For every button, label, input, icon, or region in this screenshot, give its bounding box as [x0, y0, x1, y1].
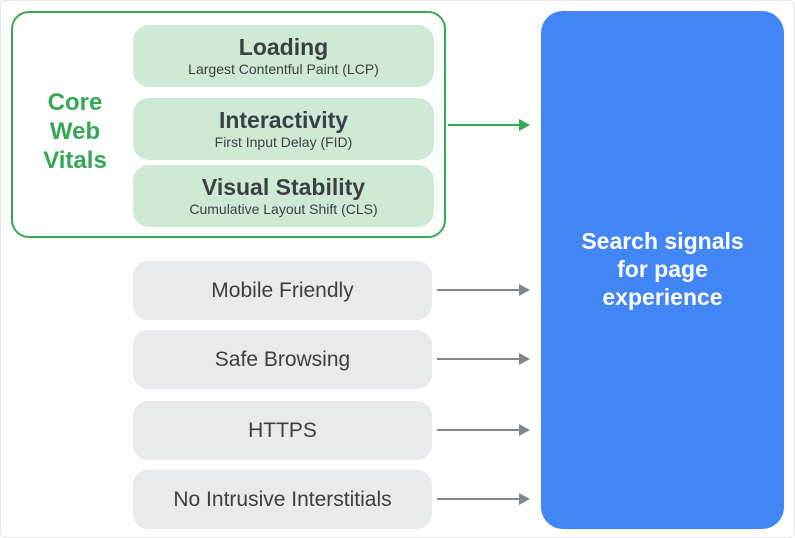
pill-subtitle: Largest Contentful Paint (LCP): [188, 61, 379, 77]
pill-subtitle: First Input Delay (FID): [214, 134, 353, 150]
pill-interactivity: Interactivity First Input Delay (FID): [133, 98, 434, 160]
pill-label: Mobile Friendly: [211, 278, 354, 302]
pill-subtitle: Cumulative Layout Shift (CLS): [189, 201, 378, 217]
core-web-vitals-group: Core Web Vitals Loading Largest Contentf…: [11, 11, 446, 238]
mobile-friendly-arrow: [437, 289, 519, 291]
pill-visual-stability: Visual Stability Cumulative Layout Shift…: [133, 165, 434, 227]
pill-no-intrusive-interstitials: No Intrusive Interstitials: [133, 470, 432, 529]
pill-title: Visual Stability: [201, 174, 366, 200]
no-intrusive-interstitials-arrow: [437, 498, 519, 500]
safe-browsing-arrow: [437, 358, 519, 360]
pill-label: Safe Browsing: [214, 347, 351, 371]
search-signals-label: Search signals for page experience: [581, 228, 744, 310]
pill-title: Loading: [238, 34, 329, 60]
pill-title: Interactivity: [218, 107, 349, 133]
pill-safe-browsing: Safe Browsing: [133, 330, 432, 389]
pill-label: HTTPS: [248, 418, 317, 442]
pill-label: No Intrusive Interstitials: [173, 487, 392, 511]
core-web-vitals-arrow: [448, 124, 519, 126]
pill-mobile-friendly: Mobile Friendly: [133, 261, 432, 320]
search-signals-box: Search signals for page experience: [541, 11, 784, 529]
pill-https: HTTPS: [133, 401, 432, 460]
core-web-vitals-label: Core Web Vitals: [43, 89, 107, 174]
pill-loading: Loading Largest Contentful Paint (LCP): [133, 25, 434, 87]
https-arrow: [437, 429, 519, 431]
